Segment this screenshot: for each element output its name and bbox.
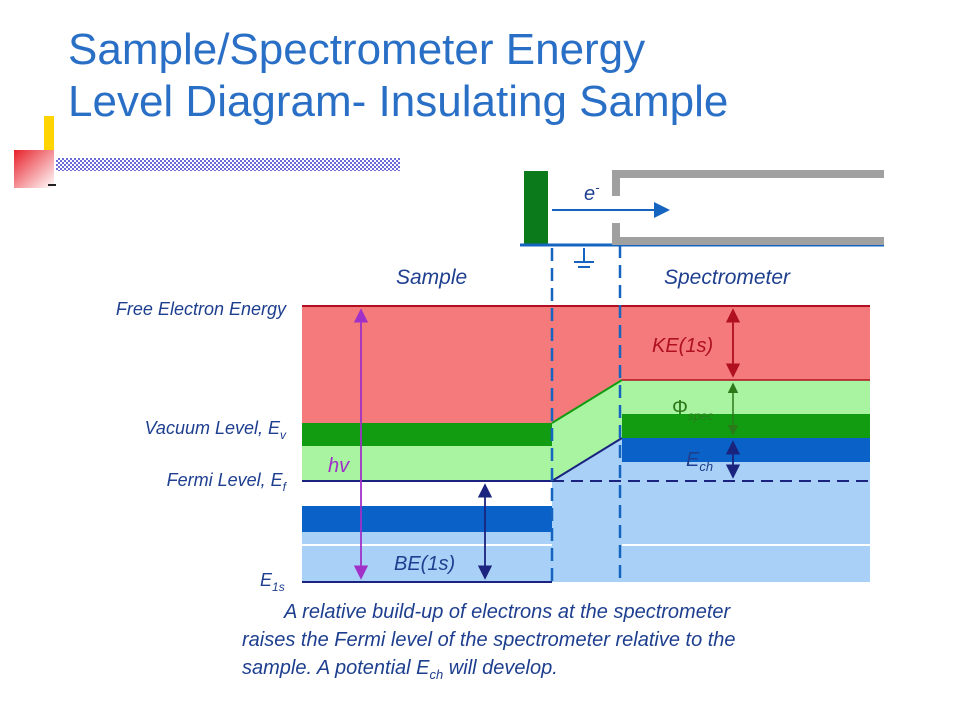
- free-electron-energy-label: Free Electron Energy: [116, 299, 287, 319]
- sample-vacuum-band: [302, 423, 552, 446]
- hv-label: hv: [328, 455, 350, 477]
- slide-decoration: [14, 116, 400, 188]
- transition-fermi-slope: [551, 437, 623, 482]
- electron-label: e-: [584, 180, 600, 205]
- tick-mark: [48, 184, 56, 186]
- sample-lightblue-band: [302, 532, 552, 582]
- sample-valence-band: [302, 506, 552, 532]
- be-label: BE(1s): [394, 553, 455, 575]
- ke-label: KE(1s): [652, 335, 713, 357]
- spectrometer-dark-green-band: [622, 414, 870, 438]
- caption-line-1: A relative build-up of electrons at the …: [284, 601, 731, 623]
- fermi-level-label: Fermi Level, Ef: [167, 470, 288, 494]
- title-line-1: Sample/Spectrometer Energy: [68, 25, 646, 74]
- spectrometer-housing-top: [612, 170, 884, 196]
- sample-red-region: [302, 306, 552, 423]
- spectrometer-green-band: [622, 380, 870, 414]
- sample-plate: [524, 171, 548, 245]
- transition-green: [552, 380, 622, 481]
- vacuum-level-label: Vacuum Level, Ev: [145, 418, 287, 442]
- checker-underline: [56, 158, 400, 171]
- spectrometer-housing-bottom: [612, 223, 884, 245]
- spectrometer-region-label: Spectrometer: [664, 266, 791, 289]
- red-accent-square: [14, 150, 54, 188]
- transition-red: [552, 306, 622, 423]
- phi-spec-label: Φspec: [672, 397, 713, 423]
- transition-vacuum-slope: [551, 379, 623, 424]
- caption: A relative build-up of electrons at the …: [242, 598, 922, 689]
- core-level-label: E1s: [260, 570, 285, 594]
- title-line-2: Level Diagram- Insulating Sample: [68, 77, 729, 126]
- sample-region-label: Sample: [396, 266, 467, 289]
- caption-line-2: raises the Fermi level of the spectromet…: [242, 629, 736, 651]
- caption-line-3: sample. A potential Ech will develop.: [242, 657, 558, 682]
- transition-blue: [552, 438, 622, 582]
- slide-title: Sample/Spectrometer Energy Level Diagram…: [68, 24, 728, 128]
- spectrometer-red-region: [622, 306, 870, 380]
- ground-icon: [574, 248, 594, 268]
- spectrometer-fermi-band: [622, 438, 870, 462]
- ech-label: Ech: [686, 449, 713, 474]
- sample-green-band: [302, 446, 552, 481]
